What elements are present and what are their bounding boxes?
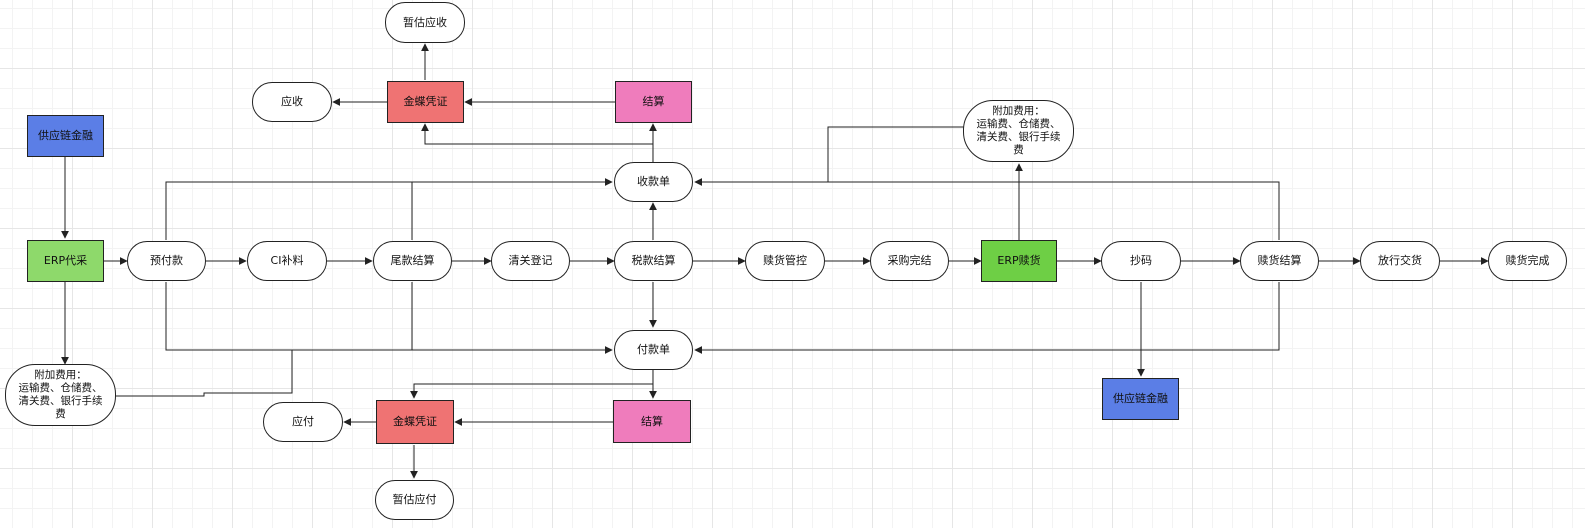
edge-yufukuan-to-fukuan (165, 282, 613, 354)
edge-shoukuan-branch-to-fujia (827, 126, 965, 182)
node-tax-settlement[interactable]: 税款结算 (614, 241, 693, 281)
node-balance-settlement[interactable]: 尾款结算 (373, 241, 452, 281)
node-redemption-complete[interactable]: 赎货完成 (1488, 241, 1567, 281)
edge-shjs-to-shoukuan (694, 178, 1280, 240)
node-jiesuan-bottom[interactable]: 结算 (613, 400, 691, 443)
node-purchase-complete[interactable]: 采购完结 (870, 241, 949, 281)
node-supply-chain-finance-right[interactable]: 供应链金融 (1102, 378, 1179, 420)
node-jindie-voucher-top[interactable]: 金蝶凭证 (387, 81, 464, 123)
node-erp-redemption[interactable]: ERP赎货 (981, 240, 1057, 282)
node-payable[interactable]: 应付 (263, 402, 343, 442)
node-receipt-order[interactable]: 收款单 (614, 162, 693, 202)
node-zangu-yingshou[interactable]: 暂估应收 (385, 2, 465, 43)
fees-bottom-text: 附加费用： 运输费、仓储费、清关费、银行手续费 (18, 369, 103, 420)
node-estimated-payable[interactable]: 暂估应付 (375, 480, 454, 520)
node-code-copy[interactable]: 抄码 (1101, 241, 1181, 281)
node-release-delivery[interactable]: 放行交货 (1360, 241, 1440, 281)
node-payment-order[interactable]: 付款单 (614, 330, 693, 370)
node-erp-daicai[interactable]: ERP代采 (27, 240, 104, 282)
node-ci-supplement[interactable]: CI补料 (247, 241, 327, 281)
node-additional-fees-top[interactable]: 附加费用： 运输费、仓储费、清关费、银行手续费 (963, 100, 1074, 162)
edge-fujia-to-fukuan (116, 350, 293, 397)
edge-shjs-to-fukuan (694, 282, 1280, 354)
edge-fukuan-to-jindie (410, 370, 654, 399)
node-redemption-settlement[interactable]: 赎货结算 (1240, 241, 1319, 281)
node-supply-chain-finance-left[interactable]: 供应链金融 (27, 115, 104, 157)
fees-top-text: 附加费用： 运输费、仓储费、清关费、银行手续费 (976, 105, 1061, 156)
node-advance-payment[interactable]: 预付款 (127, 241, 206, 281)
node-customs-registration[interactable]: 清关登记 (491, 241, 570, 281)
node-redemption-control[interactable]: 赎货管控 (745, 241, 825, 281)
node-additional-fees-bottom[interactable]: 附加费用： 运输费、仓储费、清关费、银行手续费 (5, 364, 116, 426)
edge-yufukuan-to-shoukuan (165, 178, 613, 240)
node-jiesuan-top[interactable]: 结算 (615, 81, 692, 123)
edge-shoukuan-to-jindie (421, 123, 654, 162)
node-jindie-voucher-bottom[interactable]: 金蝶凭证 (376, 400, 454, 444)
node-yingshou[interactable]: 应收 (252, 82, 332, 122)
